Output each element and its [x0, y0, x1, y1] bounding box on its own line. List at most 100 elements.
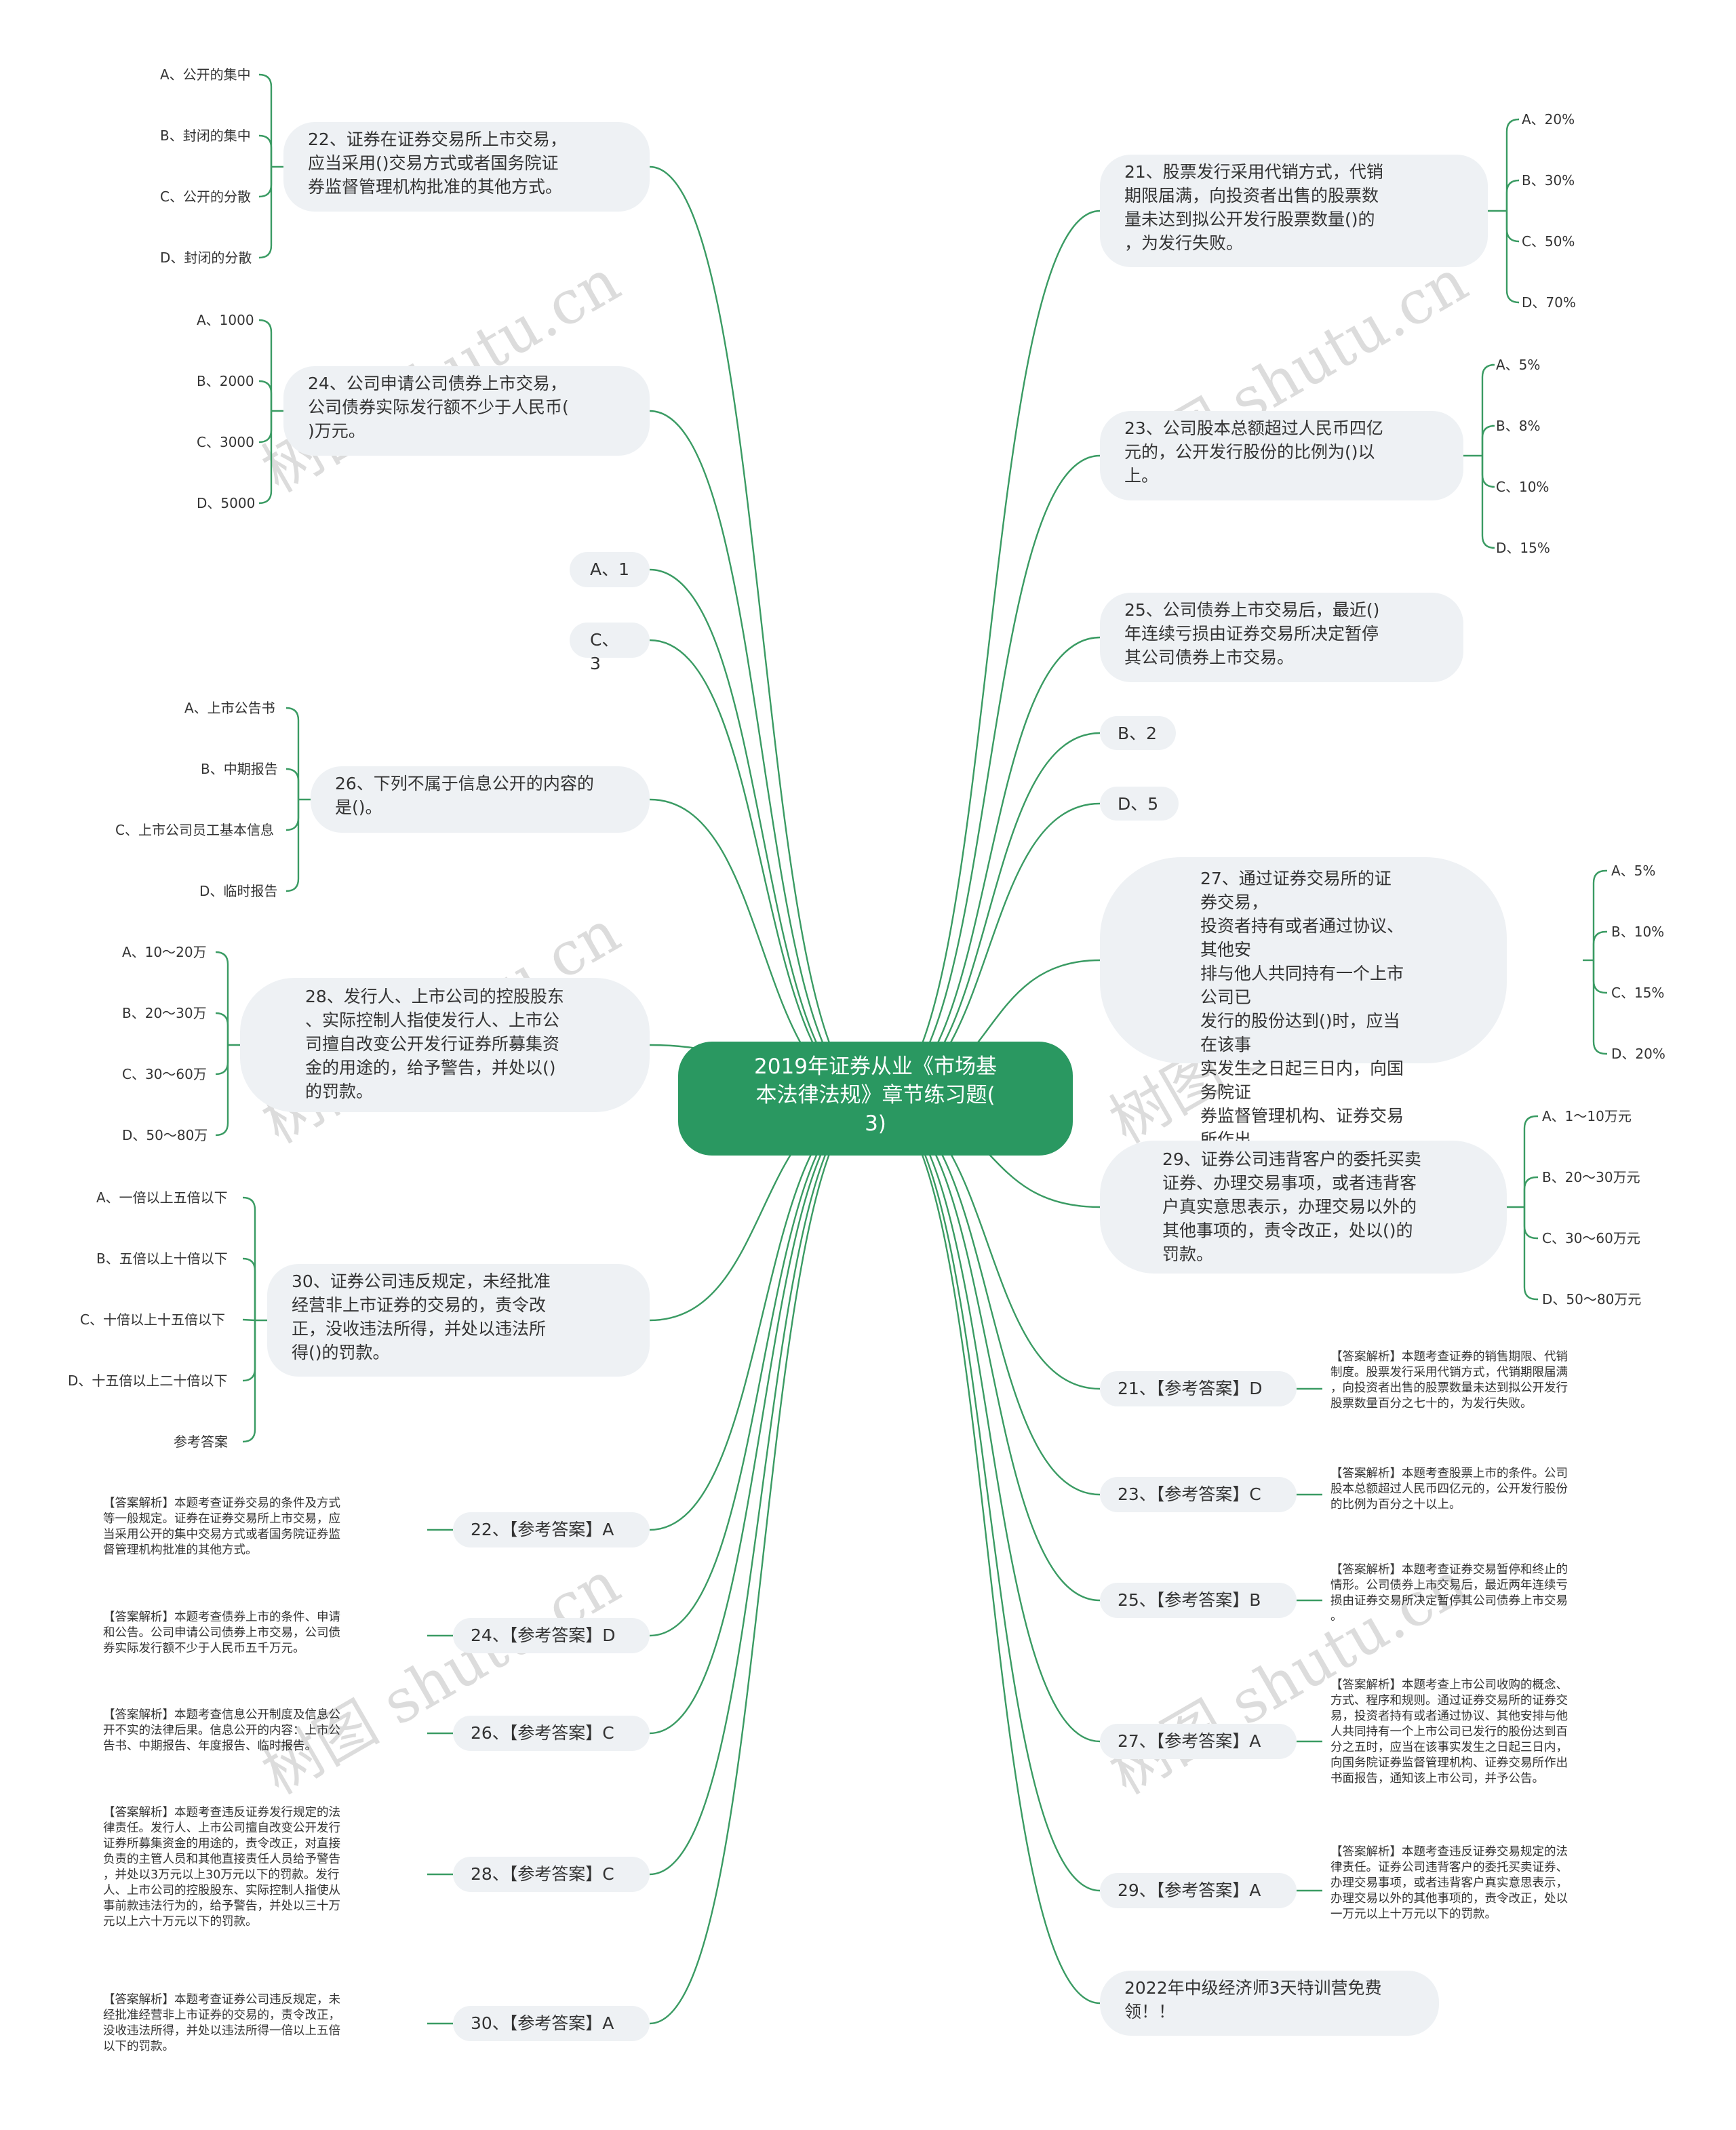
q22-option-c: C、公开的分散	[160, 189, 251, 205]
branch-link	[649, 568, 876, 1100]
q21-option-c: C、50%	[1522, 233, 1575, 250]
q23-option-a: A、5%	[1496, 357, 1541, 373]
option-bracket	[258, 134, 273, 167]
q30-option-b: B、五倍以上十倍以下	[96, 1250, 228, 1267]
q24-option-a: A、1000	[197, 312, 254, 328]
answer-30[interactable]: 30、【参考答案】A	[453, 2006, 650, 2041]
option-bracket	[258, 167, 273, 259]
option-bracket	[1592, 960, 1607, 994]
answer-26[interactable]: 26、【参考答案】C	[453, 1716, 650, 1751]
option-bracket	[1505, 211, 1520, 243]
option-bracket	[1481, 425, 1495, 456]
question-27[interactable]: 27、通过证券交易所的证券交易， 投资者持有或者通过协议、其他安 排与他人共同持…	[1100, 857, 1507, 1221]
question-25[interactable]: 25、公司债券上市交易后，最近() 年连续亏损由证券交易所决定暂停 其公司债券上…	[1100, 593, 1463, 682]
question-29[interactable]: 29、证券公司违背客户的委托买卖 证券、办理交易事项，或者违背客 户真实意思表示…	[1100, 1141, 1507, 1274]
promo-link[interactable]: 2022年中级经济师3天特训营免费 领！！	[1100, 1971, 1439, 2036]
q23-option-b: B、8%	[1496, 418, 1541, 434]
branch-link	[875, 1097, 1101, 1743]
option-d-5[interactable]: D、5	[1100, 787, 1179, 821]
option-bracket	[1523, 1115, 1538, 1207]
answer-29[interactable]: 29、【参考答案】A	[1100, 1873, 1297, 1908]
q29-option-c: C、30～60万元	[1542, 1230, 1640, 1246]
branch-link	[649, 410, 876, 1100]
q27-option-c: C、15%	[1611, 985, 1665, 1001]
option-bracket	[1592, 930, 1607, 960]
q30-option-d: D、十五倍以上二十倍以下	[68, 1373, 228, 1389]
option-bracket	[1505, 118, 1520, 211]
answer-28-explanation: 【答案解析】本题考查违反证券发行规定的法 律责任。发行人、上市公司擅自改变公开发…	[103, 1806, 340, 1929]
q29-option-d: D、50～80万元	[1542, 1291, 1642, 1307]
option-bracket	[1481, 456, 1495, 549]
option-a-1[interactable]: A、1	[570, 552, 650, 587]
answer-30-explanation: 【答案解析】本题考查证券公司违反规定，未 经批准经营非上市证券的交易的，责令改正…	[103, 1993, 340, 2053]
option-c-3[interactable]: C、3	[570, 623, 650, 673]
branch-link	[649, 1097, 876, 1876]
q24-option-c: C、3000	[197, 434, 254, 450]
option-bracket	[1592, 869, 1607, 960]
question-26[interactable]: 26、下列不属于信息公开的内容的 是()。	[311, 766, 650, 833]
answer-23-explanation: 【答案解析】本题考查股票上市的条件。公司 股本总额超过人民币四亿元的，公开发行股…	[1330, 1467, 1568, 1512]
option-bracket	[215, 951, 229, 1045]
option-bracket	[258, 319, 273, 411]
q26-option-d: D、临时报告	[199, 883, 278, 899]
branch-link	[649, 165, 876, 1100]
q27-option-d: D、20%	[1611, 1046, 1665, 1062]
option-b-2[interactable]: B、2	[1100, 716, 1176, 750]
option-bracket	[285, 768, 300, 800]
q21-option-b: B、30%	[1522, 172, 1575, 189]
option-bracket	[258, 380, 273, 411]
option-bracket	[258, 411, 273, 443]
q21-option-d: D、70%	[1522, 294, 1576, 311]
option-bracket	[215, 1045, 229, 1076]
q28-option-c: C、30～60万	[122, 1066, 207, 1082]
q24-option-d: D、5000	[197, 495, 256, 511]
q21-option-a: A、20%	[1522, 111, 1575, 127]
q28-option-d: D、50～80万	[122, 1127, 208, 1143]
q26-option-b: B、中期报告	[201, 761, 278, 777]
q29-option-a: A、1～10万元	[1542, 1108, 1632, 1124]
answer-23[interactable]: 23、【参考答案】C	[1100, 1477, 1297, 1512]
branch-link	[875, 1097, 1101, 1496]
branch-link	[649, 1097, 876, 2025]
option-bracket	[1592, 960, 1607, 1055]
option-bracket	[1523, 1207, 1538, 1240]
option-bracket	[242, 1257, 256, 1320]
answer-28[interactable]: 28、【参考答案】C	[453, 1857, 650, 1892]
question-24[interactable]: 24、公司申请公司债券上市交易， 公司债券实际发行额不少于人民币( )万元。	[283, 366, 650, 456]
central-topic[interactable]: 2019年证券从业《市场基 本法律法规》章节练习题( 3)	[678, 1042, 1073, 1156]
option-brackets	[215, 73, 1607, 2025]
option-bracket	[1481, 363, 1495, 456]
answer-22[interactable]: 22、【参考答案】A	[453, 1512, 650, 1547]
option-bracket	[285, 800, 300, 892]
option-bracket	[258, 167, 273, 198]
question-30[interactable]: 30、证券公司违反规定，未经批准 经营非上市证券的交易的，责令改 正，没收违法所…	[267, 1264, 650, 1377]
option-bracket	[285, 707, 300, 800]
option-bracket	[1523, 1176, 1538, 1207]
option-bracket	[258, 73, 273, 167]
answer-25-explanation: 【答案解析】本题考查证券交易暂停和终止的 情形。公司债券上市交易后，最近两年连续…	[1330, 1563, 1568, 1623]
answer-24-explanation: 【答案解析】本题考查债券上市的条件、申请 和公告。公司申请公司债券上市交易，公司…	[103, 1611, 340, 1655]
q30-option-a: A、一倍以上五倍以下	[96, 1189, 228, 1206]
answer-27[interactable]: 27、【参考答案】A	[1100, 1724, 1297, 1759]
answer-21-explanation: 【答案解析】本题考查证券的销售期限、代销 制度。股票发行采用代销方式，代销期限届…	[1330, 1350, 1568, 1411]
option-bracket	[242, 1320, 256, 1443]
q23-option-d: D、15%	[1496, 540, 1550, 556]
q28-option-a: A、10～20万	[122, 944, 207, 960]
q22-option-b: B、封闭的集中	[160, 127, 251, 144]
branch-link	[875, 1097, 1101, 1602]
q26-option-a: A、上市公告书	[184, 700, 275, 716]
answer-21[interactable]: 21、【参考答案】D	[1100, 1371, 1297, 1406]
option-bracket	[215, 1045, 229, 1137]
branch-link	[649, 639, 876, 1100]
q30-reference-answer-label: 参考答案	[174, 1434, 228, 1450]
question-21[interactable]: 21、股票发行采用代销方式，代销 期限届满，向投资者出售的股票数 量未达到拟公开…	[1100, 155, 1488, 267]
option-bracket	[1481, 456, 1495, 488]
question-22[interactable]: 22、证券在证券交易所上市交易， 应当采用()交易方式或者国务院证 券监督管理机…	[283, 122, 650, 212]
option-bracket	[1523, 1207, 1538, 1301]
question-28[interactable]: 28、发行人、上市公司的控股股东 、实际控制人指使发行人、上市公 司擅自改变公开…	[240, 978, 650, 1112]
question-23[interactable]: 23、公司股本总额超过人民币四亿 元的，公开发行股份的比例为()以 上。	[1100, 411, 1463, 500]
q27-option-b: B、10%	[1611, 924, 1665, 940]
answer-25[interactable]: 25、【参考答案】B	[1100, 1583, 1297, 1618]
answer-24[interactable]: 24、【参考答案】D	[453, 1618, 650, 1653]
q29-option-b: B、20～30万元	[1542, 1169, 1640, 1185]
